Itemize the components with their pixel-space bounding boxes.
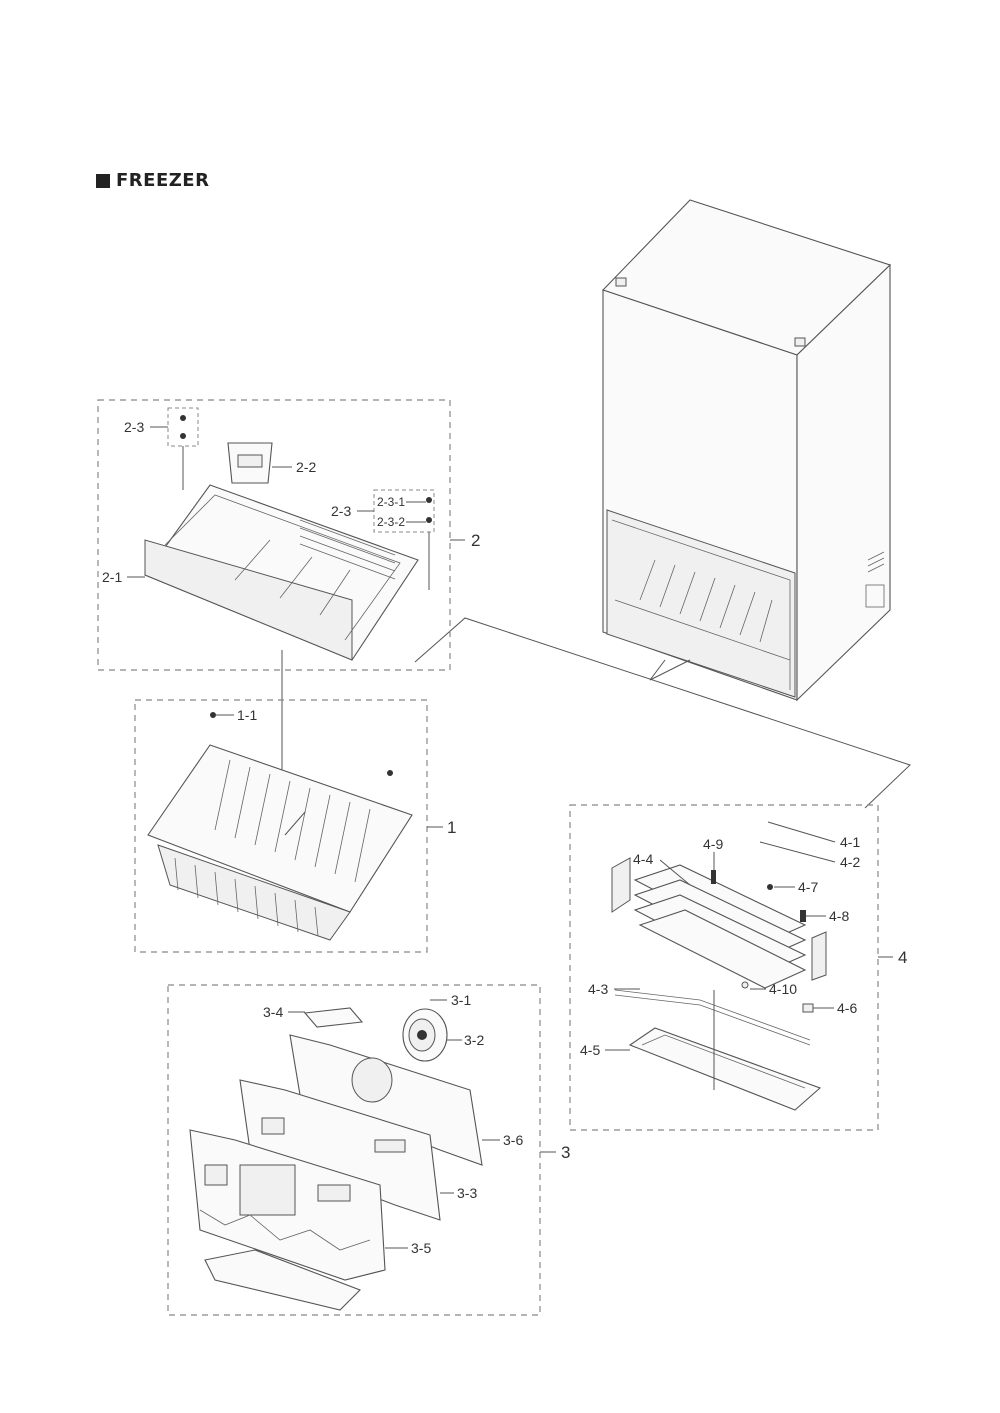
- label-4-3: 4-3: [588, 981, 608, 997]
- label-3-4: 3-4: [263, 1004, 283, 1020]
- label-2-1: 2-1: [102, 569, 122, 585]
- label-4-4: 4-4: [633, 851, 653, 867]
- label-2-2: 2-2: [296, 459, 316, 475]
- evaporator-cover-assembly: [189, 1007, 483, 1311]
- label-4-5: 4-5: [580, 1042, 600, 1058]
- refrigerator-cabinet: [601, 199, 892, 702]
- drawer-handle-2-2: [227, 442, 273, 484]
- label-4-7: 4-7: [798, 879, 818, 895]
- group-2-3-left-box: [167, 407, 199, 447]
- label-3-2: 3-2: [464, 1032, 484, 1048]
- section-title: FREEZER: [116, 170, 210, 191]
- label-3-5: 3-5: [411, 1240, 431, 1256]
- label-1-1: 1-1: [237, 707, 257, 723]
- label-group-4: 4: [898, 948, 907, 967]
- label-3-1: 3-1: [451, 992, 471, 1008]
- group-2-box: [97, 399, 451, 671]
- label-3-6: 3-6: [503, 1132, 523, 1148]
- group-4-box: [569, 804, 879, 1131]
- upper-drawer-2-1: [144, 484, 419, 661]
- heading-square-icon: [96, 173, 110, 188]
- evaporator-assembly: [611, 857, 827, 1111]
- label-group-3: 3: [561, 1143, 570, 1162]
- label-2-3-1: 2-3-1: [377, 495, 405, 509]
- lower-basket: [147, 712, 413, 941]
- label-group-2: 2: [471, 531, 480, 550]
- label-4-2: 4-2: [840, 854, 860, 870]
- label-4-1: 4-1: [840, 834, 860, 850]
- label-2-3-2: 2-3-2: [377, 515, 405, 529]
- fan-motor-3-2: [402, 1008, 448, 1062]
- group-1-box: [134, 699, 428, 953]
- label-4-8: 4-8: [829, 908, 849, 924]
- label-2-3-right: 2-3: [331, 503, 351, 519]
- label-3-3: 3-3: [457, 1185, 477, 1201]
- label-4-9: 4-9: [703, 836, 723, 852]
- label-4-6: 4-6: [837, 1000, 857, 1016]
- label-2-3-left: 2-3: [124, 419, 144, 435]
- section-heading: FREEZER: [96, 170, 209, 191]
- label-group-1: 1: [447, 818, 456, 837]
- label-4-10: 4-10: [769, 981, 797, 997]
